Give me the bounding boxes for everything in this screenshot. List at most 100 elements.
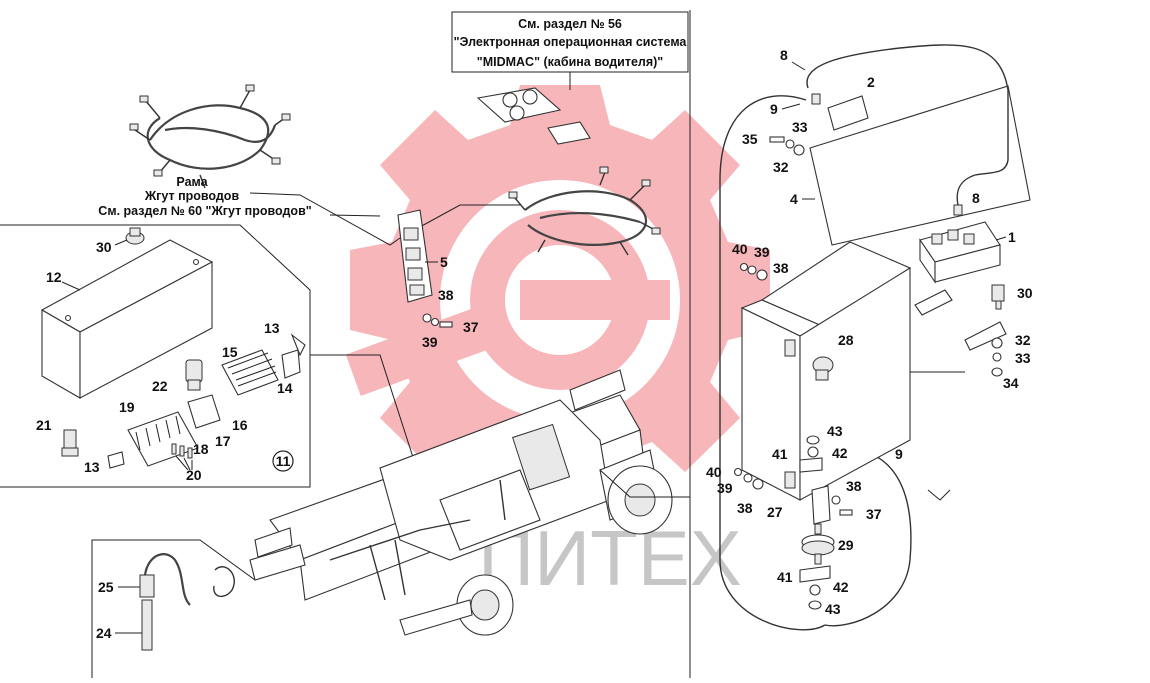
callout-27: 27 [767,504,783,520]
callout-42a: 42 [832,445,848,461]
enclosure-box-12 [40,239,214,399]
callout-40b: 40 [706,464,722,480]
washer-38c [752,478,764,490]
junction-box-1 [919,221,1001,284]
washer-42b [809,584,821,596]
washer-33b [992,352,1002,362]
frame-note-line1: Рама [176,175,208,189]
callout-38b: 38 [773,260,789,276]
callout-24: 24 [96,625,112,641]
frame-leader [249,192,401,246]
section56-note: См. раздел № 56 "Электронная операционна… [451,11,689,73]
callout-38a: 38 [438,287,454,303]
washer-42a [807,446,819,458]
frame-leader-2 [329,214,381,217]
washer-40a [739,262,749,272]
callout-42b: 42 [833,579,849,595]
section56-line3: "MIDMAC" (кабина водителя)" [477,55,664,69]
callout-29: 29 [838,537,854,553]
callout-38c: 38 [737,500,753,516]
callout-16: 16 [232,417,248,433]
center-leader [417,204,520,229]
center-harness-drawing [508,166,661,256]
gear-icon [350,85,770,500]
callout-14: 14 [277,380,293,396]
mounting-plate-5 [397,209,433,303]
callout-18: 18 [193,441,209,457]
callout-43b: 43 [825,601,841,617]
washer-38d [831,495,841,505]
callout-41a: 41 [772,446,788,462]
frame-note-line3: См. раздел № 60 "Жгут проводов" [98,204,311,218]
bracket-14 [281,333,306,379]
bracket-41a [799,457,823,473]
callout-20: 20 [186,467,202,483]
bracket-41b [799,565,831,583]
detail-11-frame [0,224,311,488]
grommet-28 [812,356,834,381]
callout-21: 21 [36,417,52,433]
callout-40a: 40 [732,241,748,257]
connector-22 [185,359,203,391]
vibration-mount-29 [801,523,835,565]
washer-39c [743,473,753,483]
section56-line1: См. раздел № 56 [518,17,622,31]
cable-gland-21 [61,429,79,457]
cover-16 [187,394,221,429]
callout-32b: 32 [1015,332,1031,348]
washer-40b [733,467,743,477]
callout-22: 22 [152,378,168,394]
washer-32a [793,144,805,156]
callout-39a: 39 [422,334,438,350]
machine-drawing [249,369,673,636]
callout-13b: 13 [84,459,100,475]
fuses-20 [171,443,193,471]
callout-12: 12 [46,269,62,285]
callout-43a: 43 [827,423,843,439]
callout-37b: 37 [866,506,882,522]
cab-panel [476,87,591,145]
callout-41b: 41 [777,569,793,585]
callout-30a: 30 [96,239,112,255]
callout-28: 28 [838,332,854,348]
control-panel-4 [809,85,1031,246]
callout-37a: 37 [463,319,479,335]
washer-38b [756,269,768,281]
clip-13 [107,451,125,469]
mount-30-right [991,284,1005,310]
callout-33a: 33 [792,119,808,135]
callout-30b: 30 [1017,285,1033,301]
callout-9a: 9 [770,101,778,117]
watermark-logo [345,85,770,500]
callout-38d: 38 [846,478,862,494]
washer-38 [422,313,432,323]
callout-19: 19 [119,399,135,415]
washer-39 [430,317,440,327]
callout-39c: 39 [717,480,733,496]
callout-39b: 39 [754,244,770,260]
frame-harness-drawing [129,84,291,189]
nut-34 [991,367,1003,377]
harness-8-upper [806,44,1009,216]
callout-15: 15 [222,344,238,360]
detail-11-badge: 11 [272,450,294,472]
callout-32a: 32 [773,159,789,175]
connector-2 [827,95,869,131]
nut-43a [806,435,820,445]
machine-leader [599,469,690,498]
callout-25: 25 [98,579,114,595]
callout-33b: 33 [1015,350,1031,366]
washer-39b [747,265,757,275]
callout-1: 1 [1008,229,1016,245]
screw-37 [439,321,453,328]
callout-35: 35 [742,131,758,147]
callout-4: 4 [790,191,798,207]
callout-13a: 13 [264,320,280,336]
callout-2: 2 [867,74,875,90]
callout-17: 17 [215,433,231,449]
detail-24-frame [91,539,256,678]
frame-note-line2: Жгут проводов [144,189,240,203]
grommet-30 [125,227,145,245]
